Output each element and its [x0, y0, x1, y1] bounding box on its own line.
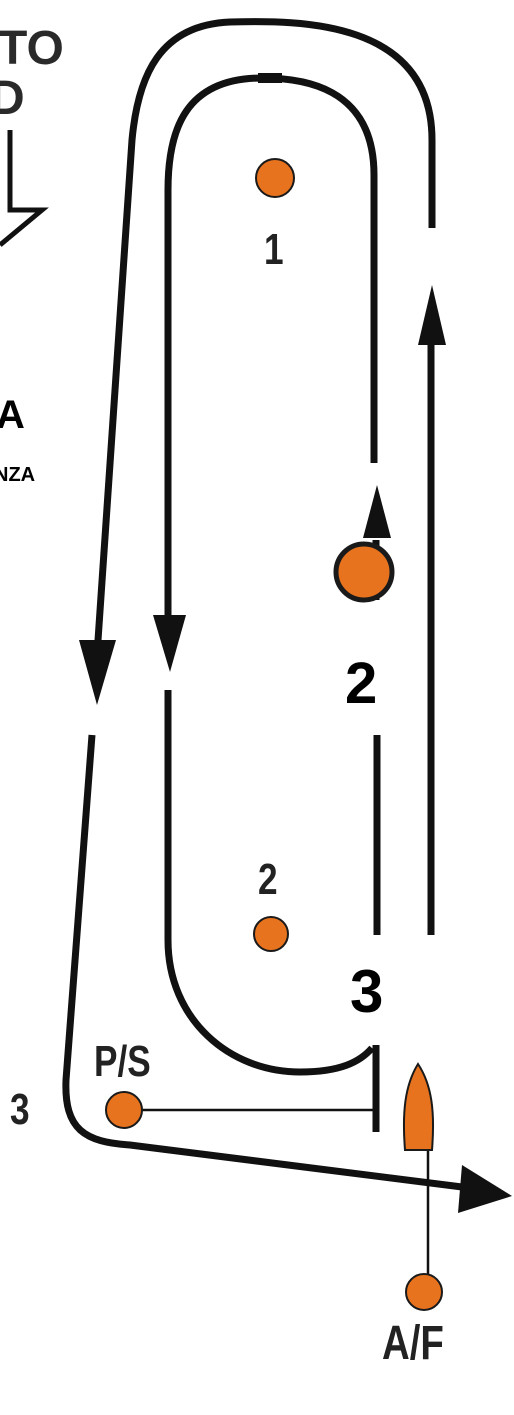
mark-af-buoy	[405, 1273, 443, 1311]
third-mark-overlay-label: 3	[350, 958, 384, 1025]
left-text-line4: NZA	[0, 464, 36, 486]
arrowhead-finish	[458, 1165, 512, 1213]
second-mark-overlay-label: 2	[345, 651, 378, 716]
mark-ps-label: P/S	[94, 1037, 151, 1086]
inner-course-line-lower	[164, 690, 375, 1076]
label-3-overlay-box	[330, 935, 450, 1045]
left-text-line1: TO	[0, 22, 64, 75]
left-text-line2: D	[0, 72, 25, 125]
mark-af-label: A/F	[382, 1317, 444, 1370]
arrowhead-inner-right-up	[363, 485, 391, 538]
arrowhead-outer-right-up	[418, 285, 446, 345]
left-text-line3: A	[0, 393, 25, 437]
mark-1-buoy	[255, 158, 295, 198]
arrowhead-inner-left-down	[153, 615, 186, 672]
mark-1-label: 1	[264, 225, 284, 274]
mark-2-label: 2	[258, 855, 278, 904]
committee-boat-icon	[402, 1062, 435, 1151]
mark-ps-buoy	[105, 1091, 143, 1129]
mark-2-highlight-buoy	[333, 541, 395, 603]
wind-arrow-icon	[0, 130, 49, 247]
arrowhead-outer-left-down	[79, 640, 116, 705]
mark-3-label: 3	[10, 1085, 30, 1134]
course-marks	[105, 158, 443, 1311]
label-2-overlay-box	[330, 630, 410, 735]
course-arrow-icon	[79, 285, 512, 1213]
mark-2-buoy	[253, 916, 289, 952]
outer-course-line-lower	[62, 734, 471, 1192]
outer-course-line	[93, 18, 436, 656]
